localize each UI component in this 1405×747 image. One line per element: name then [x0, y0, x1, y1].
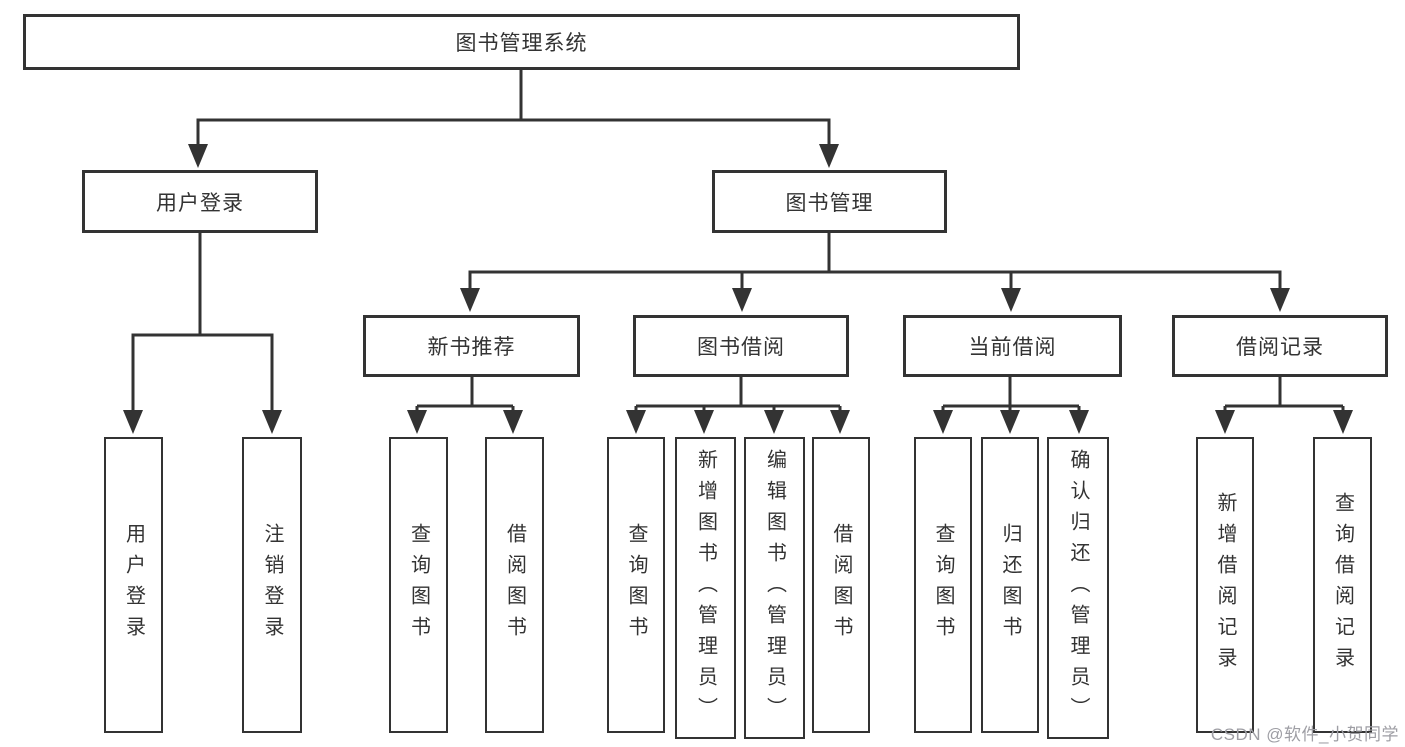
node-user-login-module: 用户登录 [82, 170, 318, 233]
node-leaf-query-books-current: 查询图书 [914, 437, 972, 733]
node-leaf-edit-books-admin: 编辑图书（管理员） [744, 437, 805, 739]
node-label: 确认归还（管理员） [1067, 448, 1089, 728]
node-label: 图书管理 [785, 191, 874, 215]
node-new-book-recommend: 新书推荐 [363, 315, 580, 377]
node-book-management-module: 图书管理 [712, 170, 947, 233]
node-label: 借阅图书 [830, 523, 852, 647]
node-leaf-query-borrow-record: 查询借阅记录 [1313, 437, 1372, 733]
node-label: 归还图书 [999, 523, 1021, 647]
node-label: 新增借阅记录 [1214, 492, 1236, 678]
node-label: 用户登录 [122, 523, 145, 647]
node-leaf-borrow-books: 借阅图书 [812, 437, 870, 733]
node-label: 新书推荐 [427, 336, 516, 359]
node-label: 借阅图书 [503, 523, 526, 647]
node-label: 注销登录 [261, 523, 283, 647]
node-root-system: 图书管理系统 [23, 14, 1020, 70]
node-label: 查询图书 [625, 523, 647, 647]
node-label: 借阅记录 [1236, 336, 1324, 359]
node-leaf-add-borrow-record: 新增借阅记录 [1196, 437, 1254, 733]
node-label: 查询借阅记录 [1331, 492, 1354, 678]
node-label: 图书借阅 [697, 336, 785, 359]
node-label: 用户登录 [156, 191, 244, 215]
node-label: 查询图书 [407, 523, 430, 647]
node-leaf-query-books-recommend: 查询图书 [389, 437, 448, 733]
node-label: 新增图书（管理员） [694, 448, 717, 728]
node-label: 编辑图书（管理员） [763, 448, 786, 728]
node-leaf-query-books-borrow: 查询图书 [607, 437, 665, 733]
node-leaf-add-books-admin: 新增图书（管理员） [675, 437, 736, 739]
node-leaf-return-books: 归还图书 [981, 437, 1039, 733]
node-label: 当前借阅 [968, 336, 1057, 359]
node-leaf-borrow-books-recommend: 借阅图书 [485, 437, 544, 733]
node-current-borrow: 当前借阅 [903, 315, 1122, 377]
node-leaf-confirm-return-admin: 确认归还（管理员） [1047, 437, 1109, 739]
node-label: 图书管理系统 [455, 32, 588, 55]
csdn-watermark: CSDN @软件_小贺同学 [1210, 725, 1399, 744]
node-label: 查询图书 [932, 523, 954, 647]
node-borrow-records: 借阅记录 [1172, 315, 1388, 377]
node-leaf-logout: 注销登录 [242, 437, 302, 733]
node-leaf-user-login: 用户登录 [104, 437, 163, 733]
node-book-borrow: 图书借阅 [633, 315, 849, 377]
